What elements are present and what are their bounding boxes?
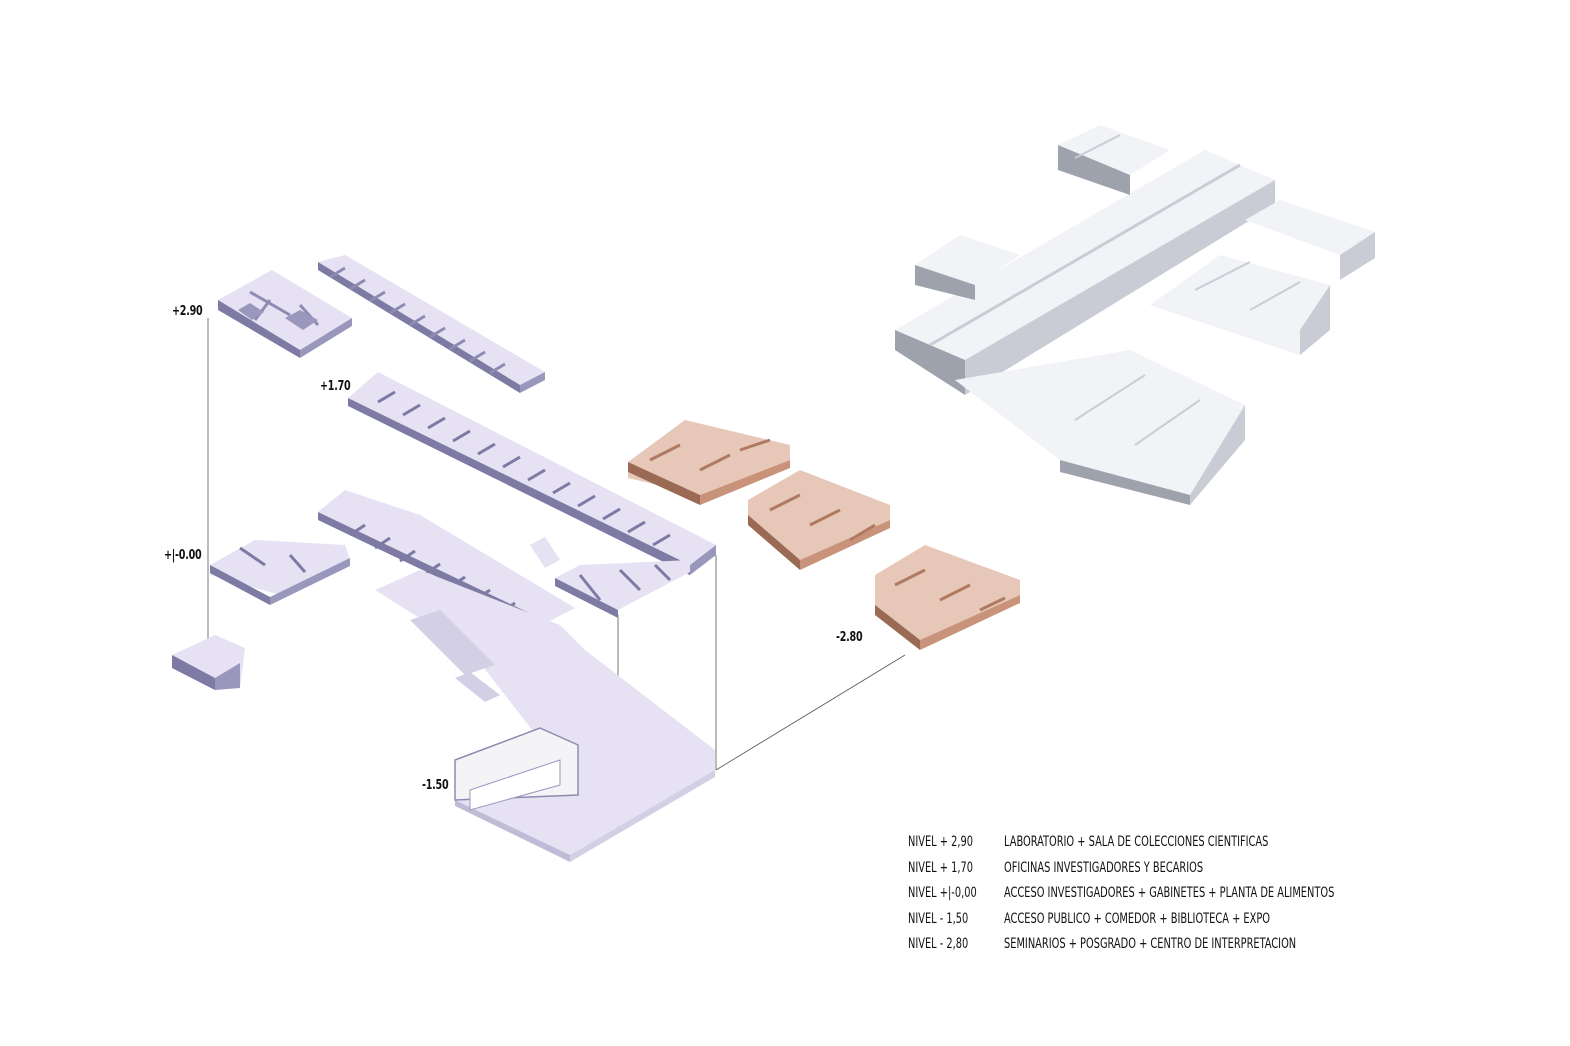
level-connector-lines: [207, 318, 906, 830]
level-plus-170-plan: [348, 372, 716, 618]
level-minus-150-plan: [172, 570, 715, 862]
level-label-minus-280: -2.80: [836, 630, 863, 645]
legend-level-code: NIVEL - 1,50: [908, 910, 969, 927]
level-label-plus-170: +1.70: [320, 379, 351, 394]
legend-level-code: NIVEL +|-0,00: [908, 885, 977, 901]
legend-row: NIVEL +|-0,00 ACCESO INVESTIGADORES + GA…: [908, 885, 1468, 911]
level-minus-280-blocks: [628, 420, 1020, 650]
legend-level-description: SEMINARIOS + POSGRADO + CENTRO DE INTERP…: [1004, 936, 1297, 952]
level-legend: NIVEL + 2,90 LABORATORIO + SALA DE COLEC…: [908, 834, 1468, 962]
level-zero-plan: [210, 490, 575, 630]
legend-level-code: NIVEL + 2,90: [908, 834, 973, 850]
level-label-minus-150: -1.50: [422, 778, 449, 793]
legend-level-description: ACCESO INVESTIGADORES + GABINETES + PLAN…: [1004, 885, 1335, 901]
legend-level-code: NIVEL - 2,80: [908, 936, 969, 952]
legend-row: NIVEL - 2,80 SEMINARIOS + POSGRADO + CEN…: [908, 936, 1468, 962]
legend-row: NIVEL + 1,70 OFICINAS INVESTIGADORES Y B…: [908, 860, 1468, 886]
legend-row: NIVEL - 1,50 ACCESO PUBLICO + COMEDOR + …: [908, 911, 1468, 937]
level-plus-290-plan: [218, 255, 545, 393]
legend-level-description: LABORATORIO + SALA DE COLECCIONES CIENTI…: [1004, 834, 1269, 850]
legend-row: NIVEL + 2,90 LABORATORIO + SALA DE COLEC…: [908, 834, 1468, 860]
connector-line-diagonal: [715, 654, 906, 771]
level-label-zero: +|-0.00: [164, 548, 202, 563]
legend-level-description: OFICINAS INVESTIGADORES Y BECARIOS: [1004, 859, 1204, 876]
level-label-plus-290: +2.90: [172, 304, 203, 319]
legend-level-code: NIVEL + 1,70: [908, 859, 973, 876]
legend-level-description: ACCESO PUBLICO + COMEDOR + BIBLIOTECA + …: [1004, 910, 1271, 927]
building-roof-volume: [895, 125, 1375, 505]
